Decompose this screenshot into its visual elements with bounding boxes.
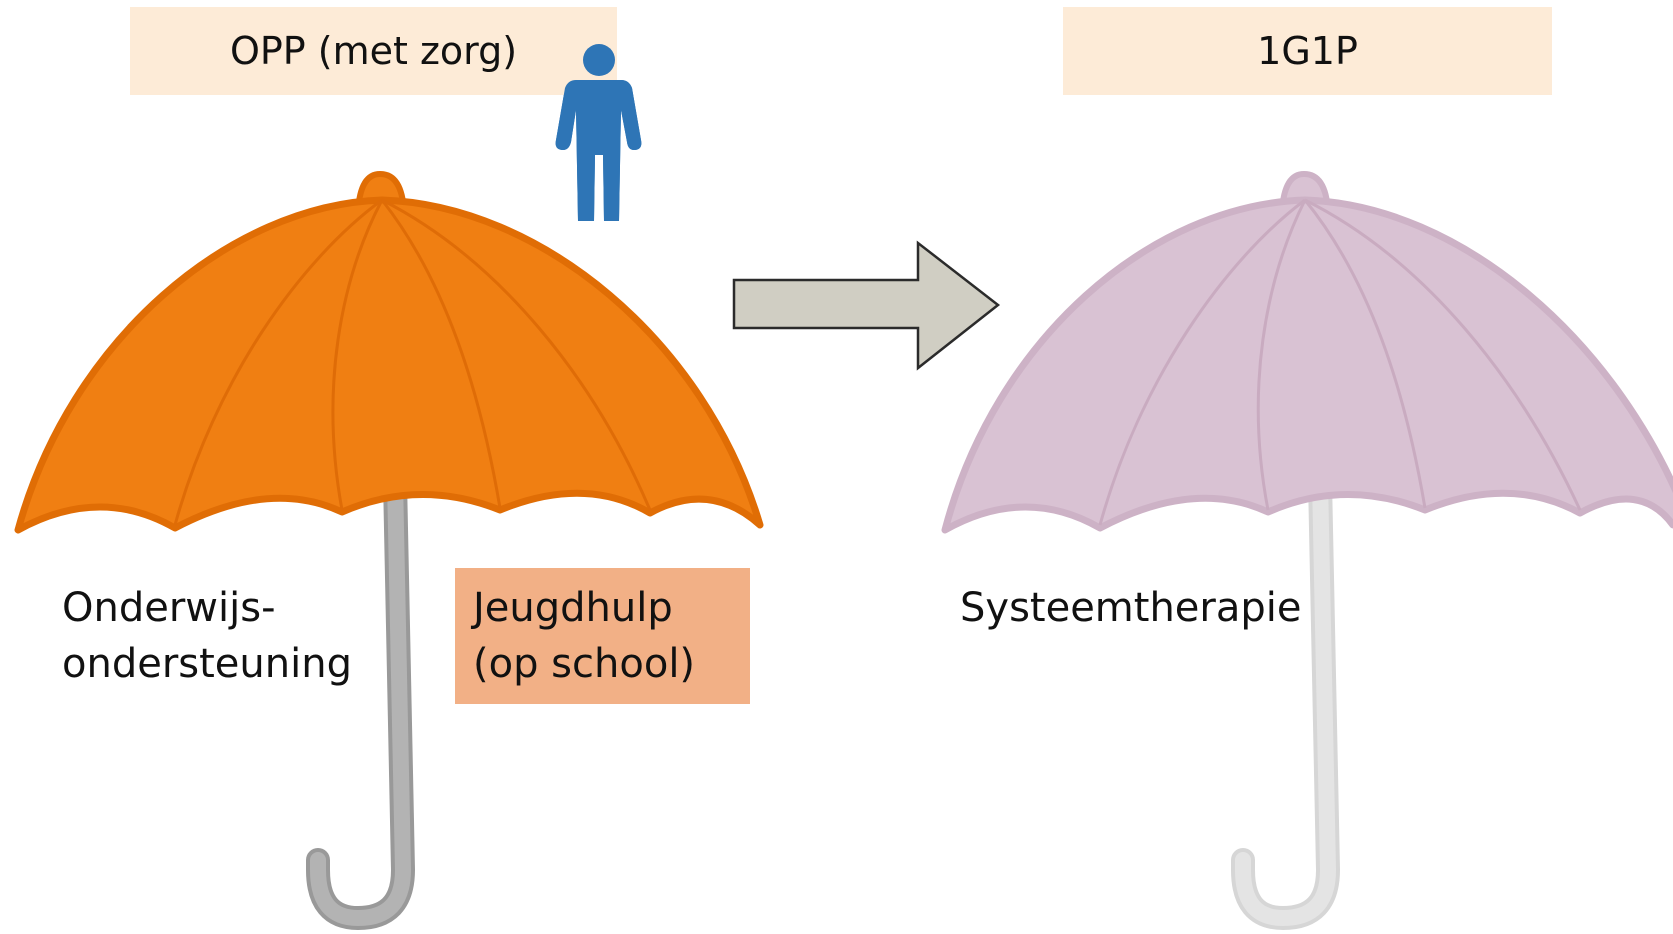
header-opp-label: OPP (met zorg) [229, 29, 518, 73]
header-1g1p: 1G1P [1063, 7, 1552, 95]
umbrella-right [941, 171, 1673, 931]
arrow-right-icon [732, 240, 1001, 371]
jeugdhulp-highlight-box [455, 568, 750, 704]
umbrella-left [14, 171, 764, 931]
header-1g1p-label: 1G1P [1257, 29, 1358, 73]
umbrella-left-canopy [14, 196, 764, 534]
umbrella-right-canopy [941, 196, 1673, 534]
onderwijs-ondersteuning-label: Onderwijs- ondersteuning [62, 585, 352, 687]
header-opp: OPP (met zorg) [130, 7, 617, 95]
systeemtherapie-label: Systeemtherapie [960, 585, 1302, 631]
jeugdhulp-label: Jeugdhulp (op school) [473, 585, 696, 687]
